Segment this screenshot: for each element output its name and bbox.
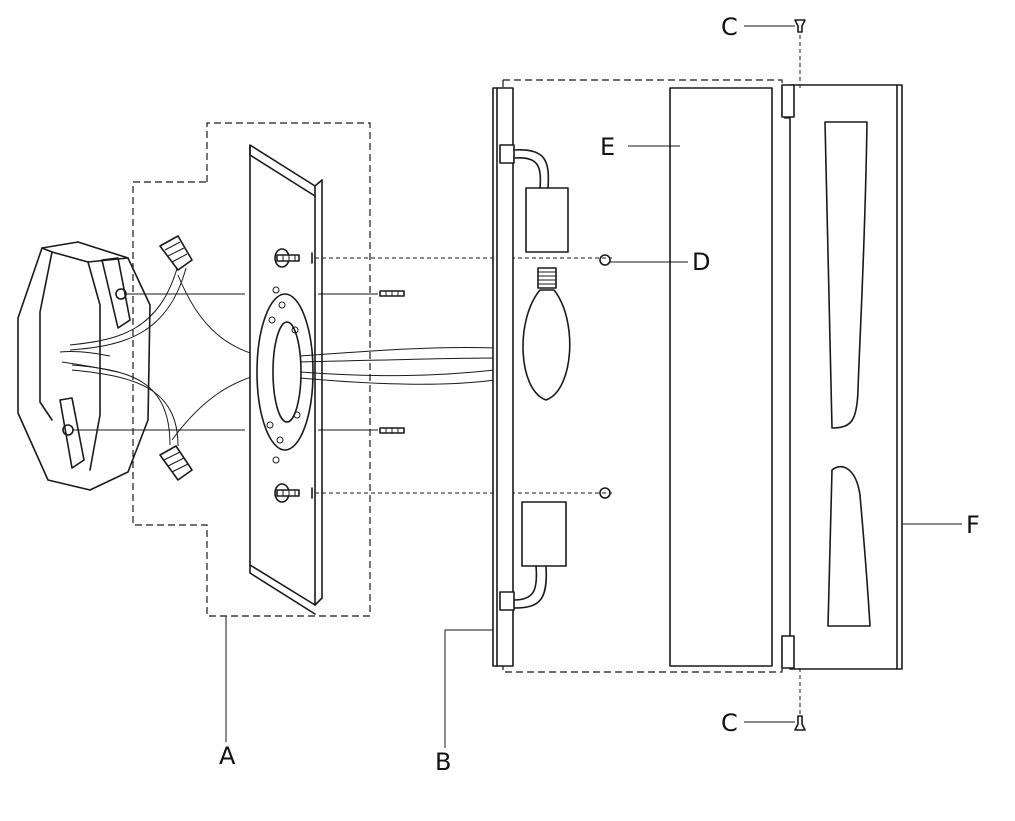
- plate-screw-top: [276, 252, 313, 264]
- plate-screw-bottom: [276, 487, 313, 499]
- label-C-top: C: [721, 13, 738, 41]
- light-bulb: [522, 267, 571, 401]
- box-screw-bottom: [379, 427, 405, 434]
- mount-hole-bottom: [599, 487, 611, 499]
- socket-bottom: [499, 501, 567, 611]
- mounting-plate: [249, 144, 323, 615]
- socket-top: [499, 144, 569, 253]
- cover-screw-top: [794, 19, 806, 88]
- mount-hole-top: [599, 254, 611, 266]
- front-cover: [781, 84, 903, 670]
- label-D: D: [692, 248, 710, 276]
- label-E: E: [600, 133, 615, 161]
- wire-nut-bottom: [159, 445, 193, 481]
- cover-screw-bottom: [794, 668, 806, 731]
- label-A: A: [219, 742, 236, 770]
- bracket-outline: [132, 122, 371, 617]
- diffuser-panel: [669, 87, 773, 667]
- label-B: B: [435, 748, 451, 776]
- label-F: F: [966, 511, 980, 539]
- label-C-bottom: C: [721, 709, 738, 737]
- wire-nut-top: [159, 235, 193, 271]
- box-screw-top: [379, 290, 405, 297]
- leader-B: [444, 629, 493, 748]
